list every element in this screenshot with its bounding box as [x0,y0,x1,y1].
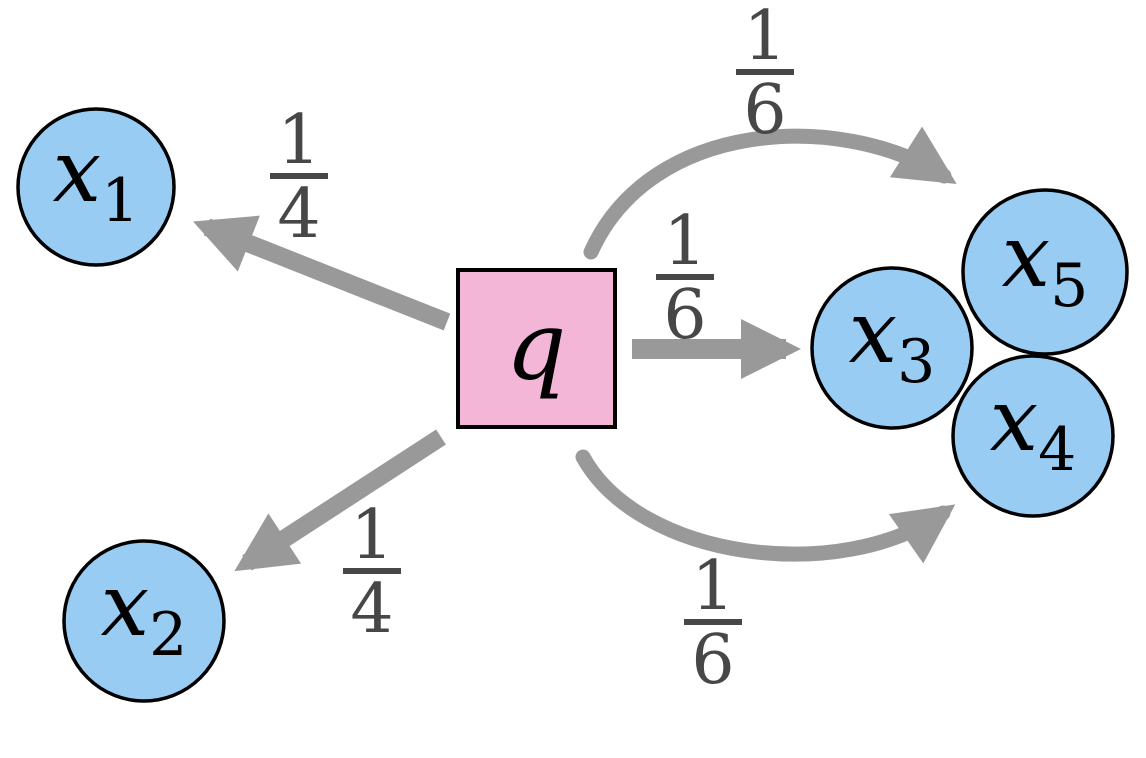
node-x4: x4 [951,354,1115,518]
weight-numerator: 1 [663,202,706,281]
node-x5-base: x [1002,207,1051,307]
weight-numerator: 1 [743,0,786,76]
node-x4-base: x [990,371,1039,471]
node-x4-subscript: 4 [1038,415,1076,485]
node-x4-label: x4 [990,371,1077,485]
edge-q-x5-weight: 1 6 [736,0,794,150]
node-x3-base: x [849,283,898,383]
weight-denominator: 6 [663,276,706,355]
query-node-label: q [506,292,567,402]
weight-numerator: 1 [691,547,734,626]
node-x3: x3 [810,266,974,430]
edge-q-x3-weight: 1 6 [656,202,714,355]
weight-denominator: 4 [350,570,393,649]
node-x1-base: x [53,122,102,222]
node-x2-label: x2 [101,556,188,670]
weight-denominator: 6 [743,71,786,150]
node-x3-subscript: 3 [897,327,935,397]
edge-q-x4-arrow [575,449,956,564]
node-x2-circle [62,539,226,703]
weight-denominator: 4 [277,175,320,254]
node-x1: x1 [16,107,176,267]
query-node: q [456,268,617,429]
edge-q-x5-arrow [583,126,957,260]
node-x5-circle [961,188,1129,356]
edge-q-x1-arrow [193,215,451,331]
node-x2-base: x [101,556,150,656]
node-x5: x5 [961,188,1129,356]
weight-numerator: 1 [277,101,320,180]
edge-q-x4-weight: 1 6 [684,547,742,700]
node-x3-circle [810,266,974,430]
node-x1-label: x1 [53,122,140,236]
node-x2-subscript: 2 [149,600,187,670]
query-node-box [456,268,617,429]
weight-numerator: 1 [350,496,393,575]
weight-denominator: 6 [691,621,734,700]
node-x5-subscript: 5 [1050,251,1088,321]
edge-q-x2-weight: 1 4 [343,496,401,649]
node-x4-circle [951,354,1115,518]
node-x1-circle [16,107,176,267]
node-x2: x2 [62,539,226,703]
node-x3-label: x3 [849,283,936,397]
node-x1-subscript: 1 [101,166,139,236]
edge-q-x2-arrow [234,429,446,572]
node-x5-label: x5 [1002,207,1089,321]
edge-q-x1-weight: 1 4 [270,101,328,254]
